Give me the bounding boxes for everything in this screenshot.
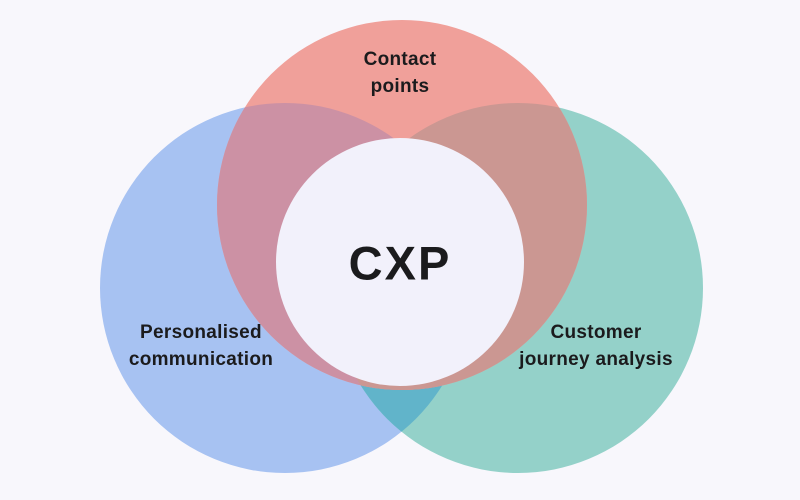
label-customer-journey-analysis: Customer journey analysis xyxy=(519,320,673,374)
label-customer-journey-analysis-line2: journey analysis xyxy=(519,349,673,370)
center-circle xyxy=(276,138,524,386)
label-contact-points-line2: points xyxy=(370,76,430,97)
label-contact-points-line1: Contact xyxy=(363,49,437,71)
label-personalised-communication-line1: Personalised xyxy=(140,322,262,344)
label-personalised-communication: Personalised communication xyxy=(129,320,273,374)
label-customer-journey-analysis-line1: Customer xyxy=(550,322,642,344)
label-personalised-communication-line2: communication xyxy=(128,349,274,370)
center-label: CXP xyxy=(348,236,452,290)
label-contact-points: Contact points xyxy=(364,47,437,101)
